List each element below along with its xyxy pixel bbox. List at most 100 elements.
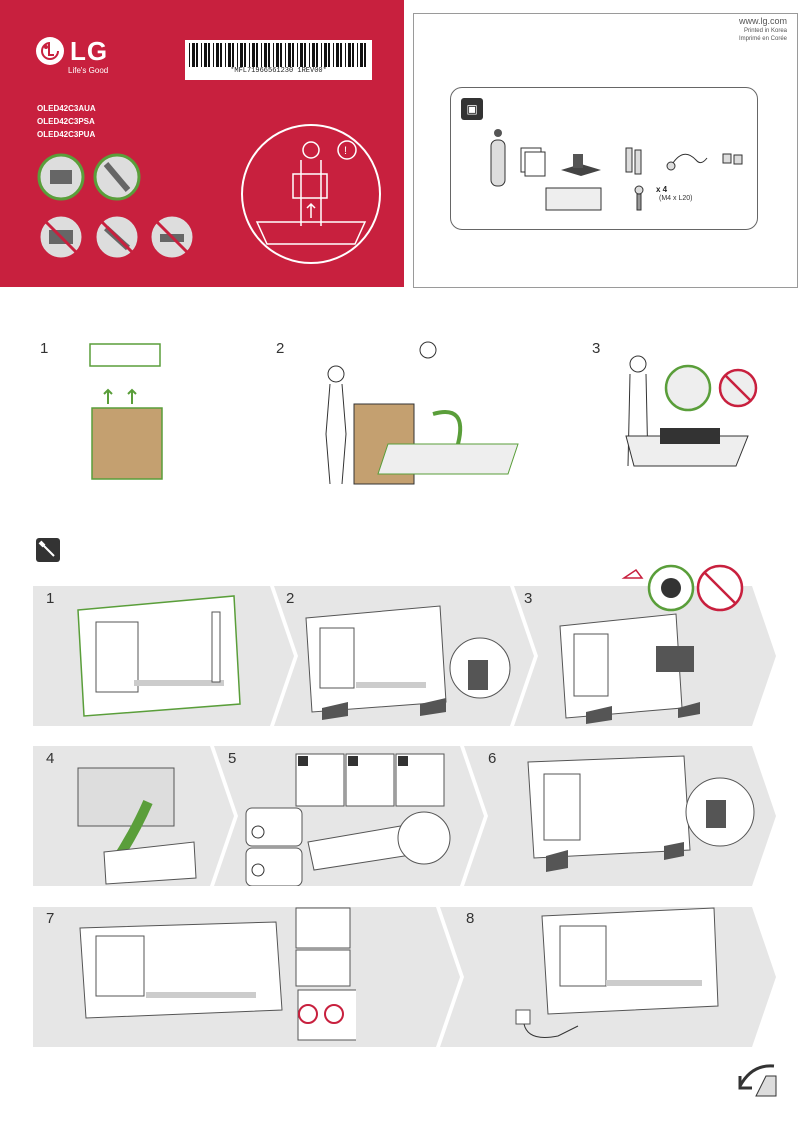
model-number: OLED42C3PSA bbox=[37, 117, 95, 126]
barcode-bar bbox=[324, 43, 327, 67]
barcode-bar bbox=[352, 43, 354, 67]
handling-pictograms bbox=[37, 153, 196, 261]
assembly-step-number: 5 bbox=[228, 750, 237, 767]
assembly-step-number: 4 bbox=[46, 750, 55, 767]
assembly-step-number: 8 bbox=[466, 910, 475, 927]
barcode-bar bbox=[360, 43, 363, 67]
barcode-bars bbox=[189, 43, 366, 67]
barcode-bar bbox=[357, 43, 358, 67]
parts-illustrations bbox=[490, 129, 743, 211]
barcode-bar bbox=[201, 43, 202, 67]
barcode-bar bbox=[285, 43, 286, 67]
remote-icon bbox=[490, 129, 506, 187]
barcode-bar bbox=[304, 43, 306, 67]
barcode-bar bbox=[213, 43, 214, 67]
barcode-bar bbox=[249, 43, 250, 67]
barcode-bar bbox=[276, 43, 279, 67]
barcode-bar bbox=[336, 43, 339, 67]
step7-cable-routing bbox=[79, 907, 356, 1041]
place-panel-illustration bbox=[625, 355, 758, 467]
model-number: OLED42C3AUA bbox=[37, 104, 96, 113]
barcode-bar bbox=[261, 43, 262, 67]
barcode-bar bbox=[216, 43, 219, 67]
barcode-bar bbox=[345, 43, 346, 67]
manual-icon bbox=[520, 147, 546, 177]
step8-plug-in bbox=[515, 907, 719, 1038]
barcode-bar bbox=[316, 43, 318, 67]
brand-name: LG bbox=[70, 36, 109, 66]
printed-in-text-fr: Imprimé en Corée bbox=[738, 36, 787, 42]
screw-quantity: x 4 bbox=[656, 185, 668, 194]
barcode-bar bbox=[208, 43, 210, 67]
lg-logo-icon bbox=[36, 37, 64, 65]
barcode-bar bbox=[280, 43, 282, 67]
prohibited-icon bbox=[251, 863, 265, 877]
step1-tv-back bbox=[77, 595, 241, 717]
included-parts-box: ▣ bbox=[450, 87, 758, 230]
assembly-step-number: 7 bbox=[46, 910, 55, 927]
step5-cable-holder bbox=[245, 753, 451, 886]
barcode-bar bbox=[192, 43, 195, 67]
screw-spec: (M4 x L20) bbox=[659, 195, 693, 202]
barcode: *MFL71966561230 1REV00* bbox=[185, 40, 372, 80]
barcode-bar bbox=[264, 43, 267, 67]
prohibited-lift-1-icon bbox=[37, 213, 85, 261]
barcode-bar bbox=[220, 43, 222, 67]
barcode-bar bbox=[240, 43, 243, 67]
screw-icon bbox=[634, 185, 644, 211]
barcode-bar bbox=[232, 43, 234, 67]
assembly-step-number: 1 bbox=[46, 590, 55, 607]
barcode-bar bbox=[300, 43, 303, 67]
correct-grip-icon bbox=[93, 153, 141, 201]
barcode-bar bbox=[364, 43, 366, 67]
unpack-step-number: 3 bbox=[592, 340, 601, 357]
barcode-bar bbox=[252, 43, 255, 67]
barcode-bar bbox=[189, 43, 190, 67]
prohibited-lift-2-icon bbox=[93, 213, 141, 261]
model-number: OLED42C3PUA bbox=[37, 130, 96, 139]
barcode-bar bbox=[256, 43, 258, 67]
barcode-bar bbox=[273, 43, 274, 67]
barcode-bar bbox=[321, 43, 322, 67]
barcode-bar bbox=[340, 43, 342, 67]
barcode-bar bbox=[196, 43, 198, 67]
barcode-bar bbox=[309, 43, 310, 67]
stand-base-icon bbox=[545, 187, 602, 211]
barcode-bar bbox=[228, 43, 231, 67]
assembly-step-number: 2 bbox=[286, 590, 295, 607]
barcode-bar bbox=[237, 43, 238, 67]
unpack-step-number: 2 bbox=[276, 340, 285, 357]
step4-stand-tv bbox=[77, 767, 197, 885]
page-turn-icon bbox=[736, 1056, 780, 1100]
screwdriver-icon bbox=[36, 538, 60, 562]
step6-rear-view bbox=[527, 755, 755, 872]
barcode-bar bbox=[292, 43, 294, 67]
barcode-bar bbox=[268, 43, 270, 67]
barcode-text: *MFL71966561230 1REV00* bbox=[230, 67, 327, 75]
stand-bracket-icon bbox=[561, 154, 601, 176]
barcode-bar bbox=[244, 43, 246, 67]
printed-in-text: Printed in Korea bbox=[743, 28, 787, 34]
barcode-bar bbox=[312, 43, 315, 67]
correct-lift-icon bbox=[37, 153, 85, 201]
barcode-bar bbox=[297, 43, 298, 67]
assembly-step-number: 3 bbox=[524, 590, 533, 607]
cable-holder-icon bbox=[625, 147, 642, 175]
two-person-lift-illustration: ! bbox=[241, 124, 381, 264]
warning-icon bbox=[621, 568, 644, 579]
step2-attach-stand bbox=[305, 605, 511, 720]
cover-panel: LG Life's Good OLED42C3AUA OLED42C3PSA O… bbox=[0, 0, 404, 287]
clip-icon bbox=[722, 153, 743, 165]
barcode-bar bbox=[225, 43, 226, 67]
brand-tagline: Life's Good bbox=[68, 66, 109, 75]
unpack-step-number: 1 bbox=[40, 340, 49, 357]
prohibited-lift-3-icon bbox=[148, 213, 196, 261]
power-cable-icon bbox=[666, 153, 708, 171]
lift-panel-illustration bbox=[325, 341, 519, 485]
barcode-bar bbox=[333, 43, 334, 67]
website-url: www.lg.com bbox=[738, 16, 787, 26]
info-panel: www.lg.com Printed in Korea Imprimé en C… bbox=[413, 13, 798, 288]
box-icon: ▣ bbox=[461, 98, 483, 120]
barcode-bar bbox=[288, 43, 291, 67]
barcode-bar bbox=[348, 43, 351, 67]
